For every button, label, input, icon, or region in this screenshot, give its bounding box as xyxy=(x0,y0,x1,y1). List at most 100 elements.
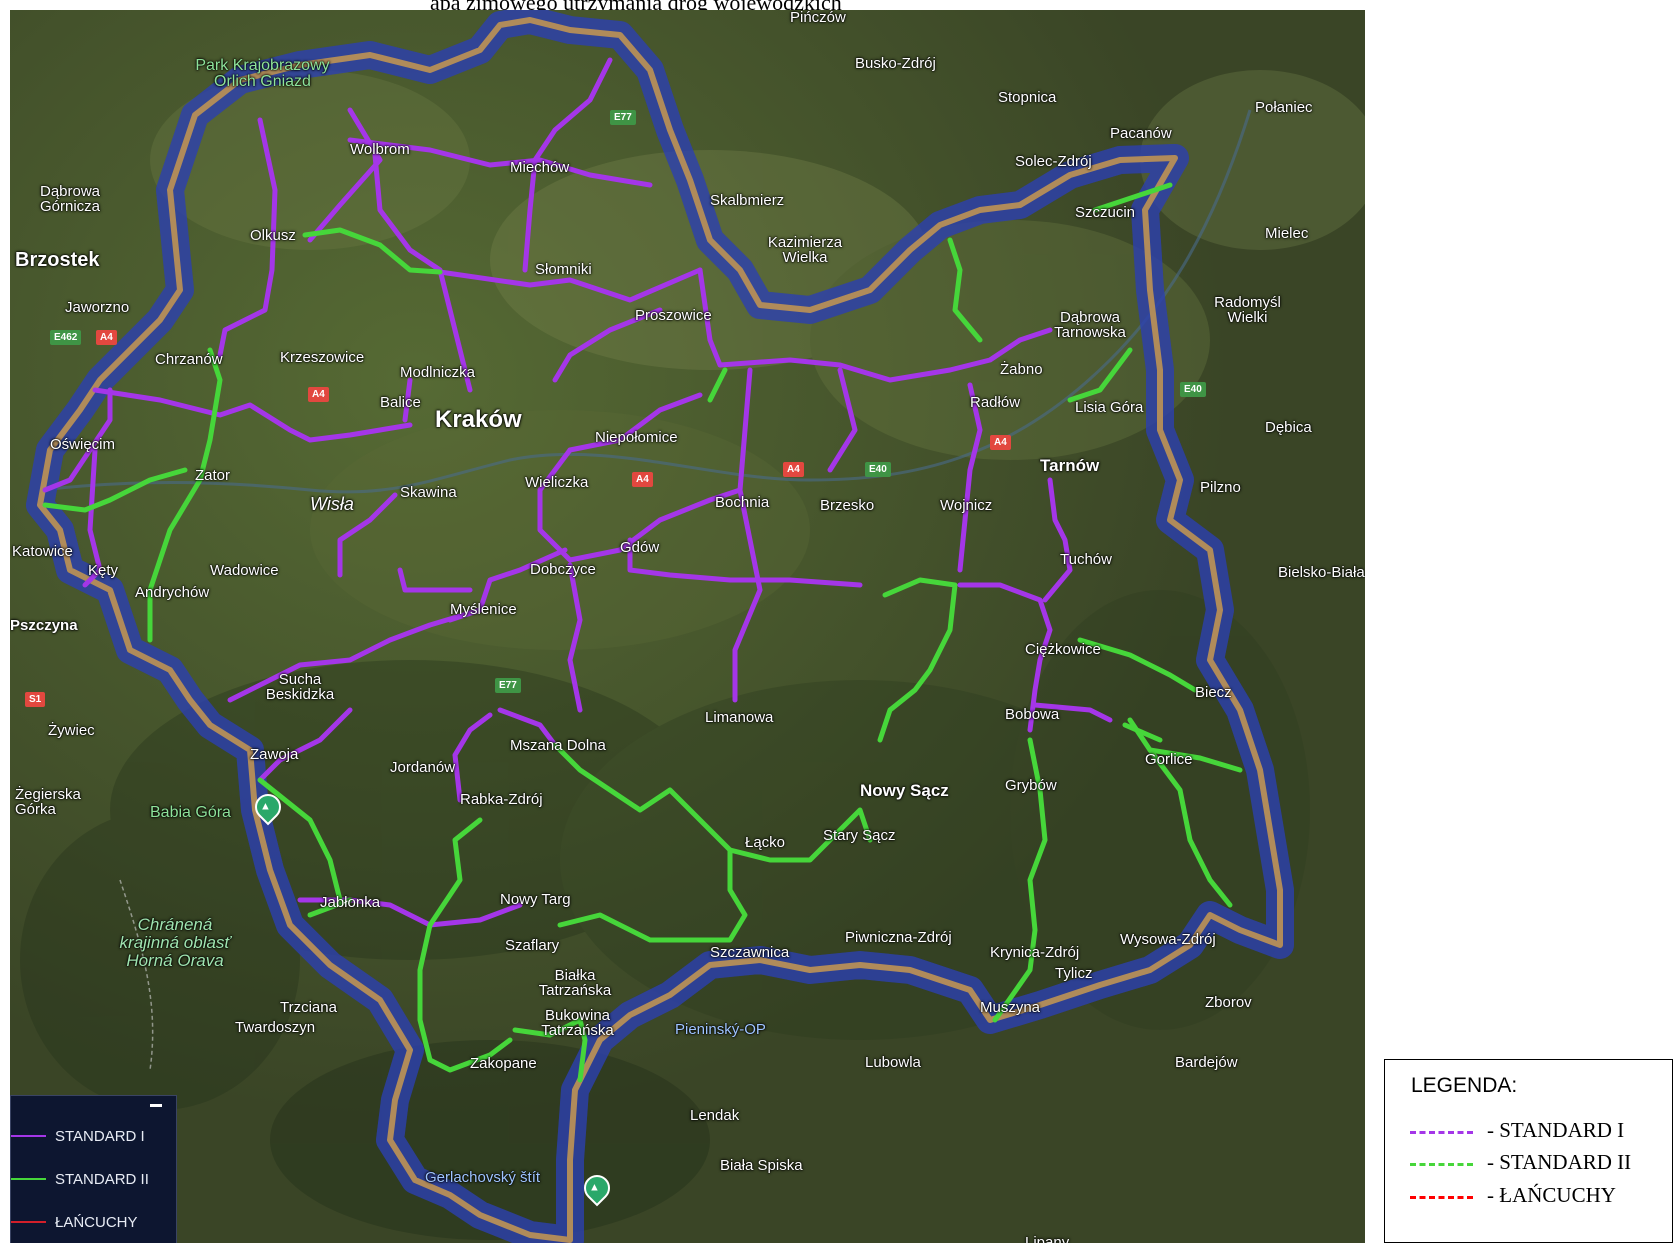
place-label: Gorlice xyxy=(1145,751,1193,768)
place-label: Zator xyxy=(195,467,231,484)
legend-dash xyxy=(1410,1130,1473,1134)
road-std2 xyxy=(1127,717,1233,908)
place-label: Tuchów xyxy=(1060,551,1112,568)
place-label: Twardoszyn xyxy=(235,1019,316,1036)
road-std1 xyxy=(92,387,413,443)
place-label: Pacanów xyxy=(1110,125,1172,142)
place-label: Stary Sącz xyxy=(823,827,896,844)
road-std1 xyxy=(42,387,113,493)
road-std2 xyxy=(877,577,958,743)
road-std1 xyxy=(397,567,473,593)
place-label: Pińczów xyxy=(790,10,846,26)
road-std1 xyxy=(82,447,103,588)
place-label: Modlniczka xyxy=(400,364,476,381)
road-std2 xyxy=(1077,637,1198,693)
park-label: Park Krajobrazowy Orlich Gniazd xyxy=(195,57,330,90)
place-label: Ciężkowice xyxy=(1025,641,1101,658)
road-std2 xyxy=(1147,747,1243,773)
road-std2 xyxy=(427,817,483,928)
place-label: Skawina xyxy=(400,484,457,501)
place-label: Żegierska Górka xyxy=(15,786,81,818)
roads-standard-ii xyxy=(42,182,1243,1083)
road-std1 xyxy=(307,107,383,243)
map-view[interactable]: Pińczów Busko-Zdrój Stopnica Połaniec Pa… xyxy=(10,10,1365,1243)
place-label: Lisia Góra xyxy=(1075,399,1144,416)
place-label: Jaworzno xyxy=(65,299,130,316)
place-label: Stopnica xyxy=(998,89,1057,106)
place-label: Proszowice xyxy=(635,307,712,324)
place-label: Białka Tatrzańska xyxy=(538,967,612,999)
road-std1 xyxy=(337,492,398,578)
river-label: Wisła xyxy=(310,494,354,514)
place-label: Skalbmierz xyxy=(710,192,785,209)
legend-swatch xyxy=(11,1178,46,1180)
road-shield: E462 xyxy=(50,330,82,345)
place-label: Szczawnica xyxy=(710,944,790,961)
place-label: Piwniczna-Zdrój xyxy=(845,929,952,946)
road-shield: S1 xyxy=(25,692,46,707)
place-label: Olkusz xyxy=(250,227,296,244)
doc-legend-item: - STANDARD I xyxy=(1410,1118,1624,1144)
place-label: Lubowla xyxy=(865,1054,921,1071)
place-label: Kazimierza Wielka xyxy=(767,234,843,266)
place-label: Słomniki xyxy=(535,261,592,278)
place-label: Grybów xyxy=(1005,777,1057,794)
road-std2 xyxy=(1067,347,1133,403)
road-shield: A4 xyxy=(632,472,653,487)
place-label: Wojnicz xyxy=(940,497,993,514)
road-std2 xyxy=(147,347,223,643)
road-std2 xyxy=(417,922,513,1073)
place-label: Gdów xyxy=(620,539,660,556)
road-shield: E40 xyxy=(865,462,891,477)
road-std2 xyxy=(1122,722,1163,743)
road-shield: E77 xyxy=(495,678,521,693)
legend-dash xyxy=(1410,1162,1473,1166)
protected-area-label: Chránená krajinná oblasť Horná Orava xyxy=(119,915,231,970)
terrain-texture xyxy=(20,70,1365,1240)
minimize-icon[interactable] xyxy=(150,1104,162,1107)
road-std2 xyxy=(257,777,343,903)
place-label: Mielec xyxy=(1265,225,1309,242)
place-label: Brzostek xyxy=(15,249,100,271)
road-std1 xyxy=(567,392,703,453)
place-label: Bobowa xyxy=(1005,706,1060,723)
legend-text: - ŁAŃCUCHY xyxy=(1487,1183,1616,1207)
place-label: Szaflary xyxy=(505,937,560,954)
place-label: Biecz xyxy=(1195,684,1232,701)
doc-legend-item: - STANDARD II xyxy=(1410,1150,1631,1176)
place-label: Solec-Zdrój xyxy=(1015,153,1092,170)
place-label: Wieliczka xyxy=(525,474,589,491)
road-std2 xyxy=(302,227,443,275)
road-std1 xyxy=(627,537,863,588)
place-label: Babia Góra xyxy=(150,804,231,821)
road-std1 xyxy=(957,382,983,573)
roads-standard-i xyxy=(42,57,1113,928)
place-label: Myślenice xyxy=(450,601,517,618)
road-std1 xyxy=(522,57,613,273)
map-canvas xyxy=(10,10,1365,1243)
road-std1 xyxy=(697,267,1053,383)
place-label: Pieninský-OP xyxy=(675,1021,766,1038)
road-shield: A4 xyxy=(308,387,329,402)
place-label: Jabłonka xyxy=(320,894,381,911)
place-label: Mszana Dolna xyxy=(510,737,606,754)
legend-label: ŁAŃCUCHY xyxy=(55,1214,138,1231)
road-std2 xyxy=(512,1017,588,1083)
place-label: Bardejów xyxy=(1175,1054,1238,1071)
place-label: Zborov xyxy=(1205,994,1252,1011)
national-border xyxy=(119,879,154,1071)
place-label: Trzciana xyxy=(280,999,337,1016)
place-label: Jordanów xyxy=(390,759,456,776)
road-std2 xyxy=(707,367,728,403)
doc-legend-item: - ŁAŃCUCHY xyxy=(1410,1183,1616,1209)
road-std1 xyxy=(567,562,583,713)
place-label: Nowy Targ xyxy=(500,891,571,908)
legend-text: - STANDARD I xyxy=(1487,1118,1625,1142)
road-shield: A4 xyxy=(96,330,117,345)
road-std1 xyxy=(402,377,413,423)
road-std1 xyxy=(552,307,663,383)
place-label: Miechów xyxy=(510,159,570,176)
place-label: Nowy Sącz xyxy=(860,781,949,800)
road-std1 xyxy=(1032,702,1113,723)
road-std1 xyxy=(437,267,703,303)
